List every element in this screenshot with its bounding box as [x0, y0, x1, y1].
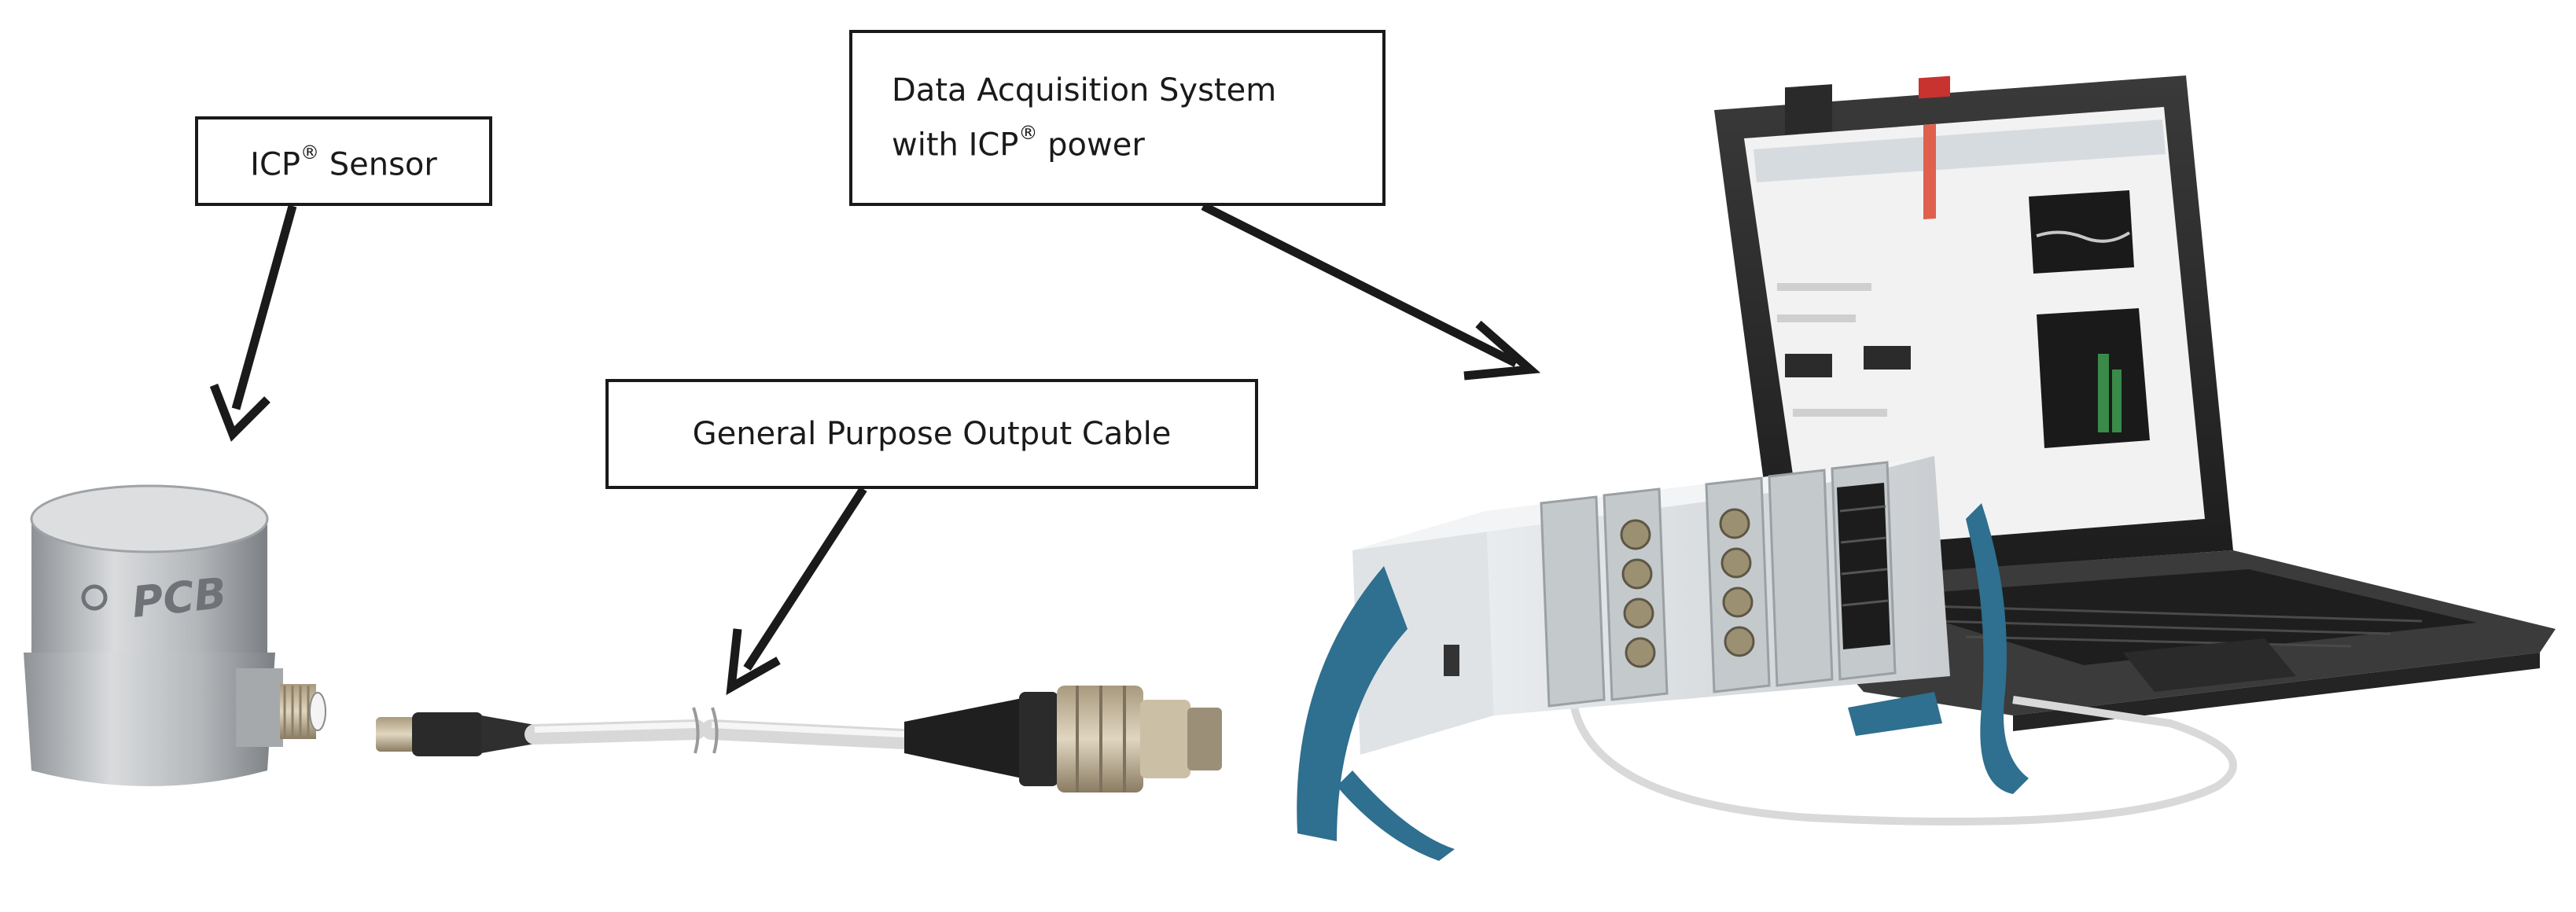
arrow-icon — [726, 487, 867, 696]
laptop-icon — [1714, 75, 2556, 731]
sensor-label: ICP® Sensor — [250, 134, 437, 188]
sensor-label-box: ICP® Sensor — [195, 116, 492, 206]
cable-icon — [376, 686, 1222, 792]
usb-cable — [1569, 696, 2237, 826]
sensor-label-mark: ® — [300, 142, 320, 164]
sensor-label-text: ICP — [250, 146, 301, 183]
daq-chassis-icon — [1297, 456, 2029, 861]
sensor-label-suffix: Sensor — [319, 146, 437, 183]
cable-label: General Purpose Output Cable — [692, 416, 1172, 452]
daq-label-line2-suffix: power — [1037, 127, 1145, 164]
daq-label-line1: Data Acquisition System — [892, 72, 1277, 109]
cable-label-box: General Purpose Output Cable — [605, 379, 1258, 489]
daq-label-mark: ® — [1018, 122, 1038, 145]
sensor-logo: PCB — [130, 568, 229, 627]
daq-label-line2: with ICP® power — [892, 114, 1145, 168]
arrow-icon — [1201, 202, 1541, 381]
daq-label-box: Data Acquisition System with ICP® power — [849, 30, 1386, 206]
arrow-icon — [209, 204, 297, 442]
accelerometer-icon: PCB — [24, 484, 326, 786]
daq-label-line2-prefix: with ICP — [892, 127, 1019, 164]
